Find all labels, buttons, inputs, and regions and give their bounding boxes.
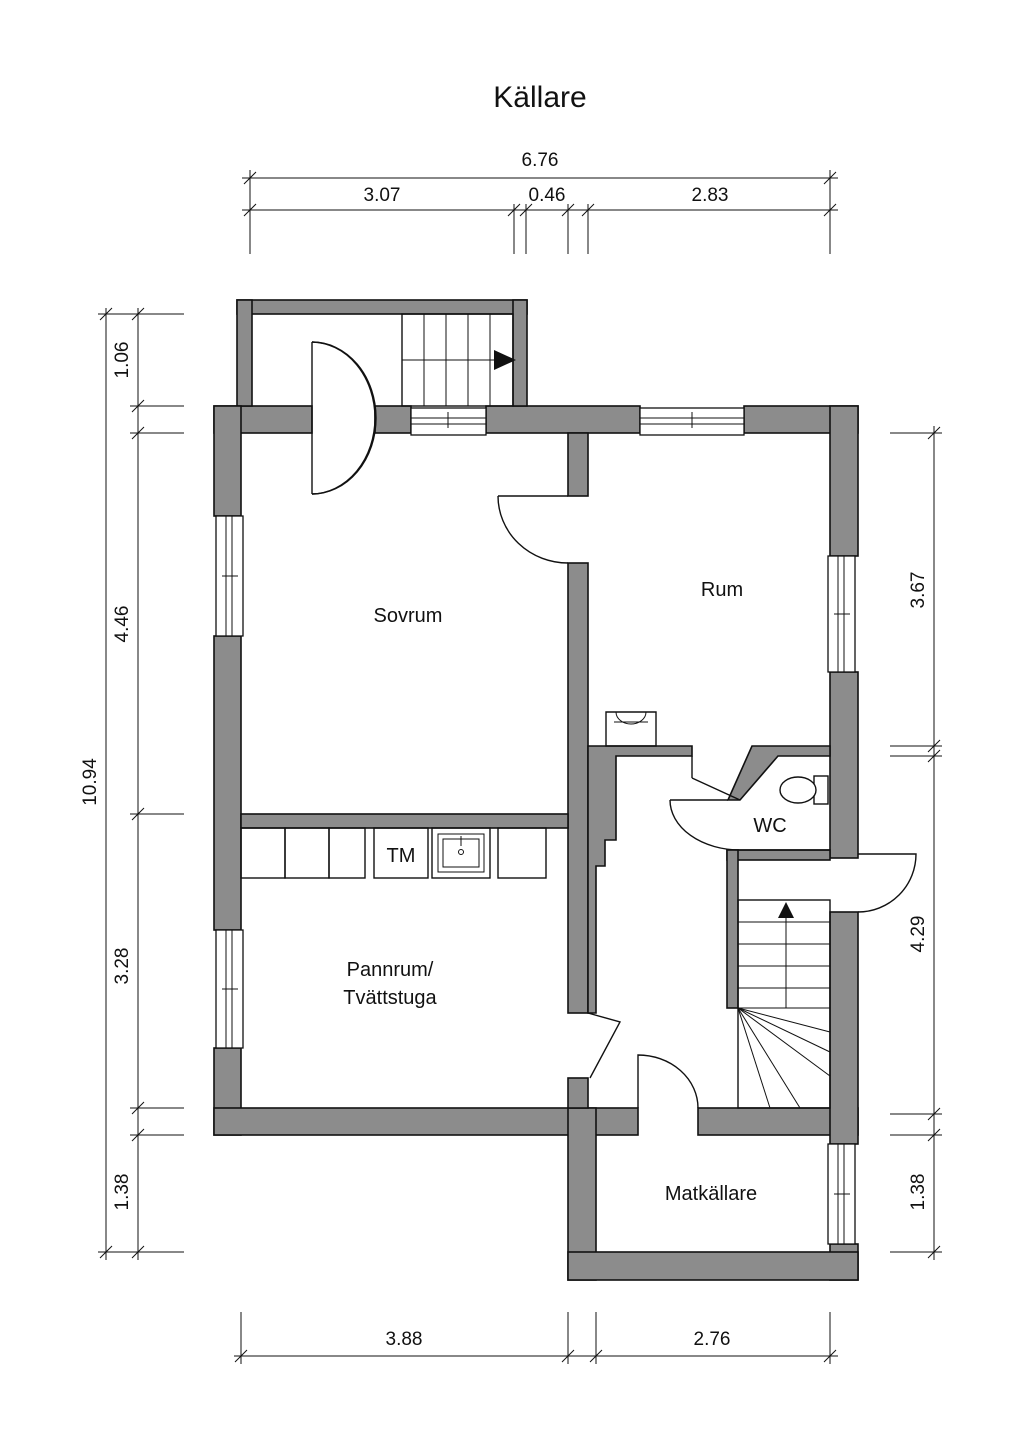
washing-machine: [373, 827, 429, 879]
wall-annex-right: [512, 299, 528, 407]
walls: [213, 299, 859, 1281]
door-matkallare: [637, 1054, 699, 1109]
wall-stair-top: [726, 849, 831, 861]
stair-arrow-up-icon: [778, 902, 794, 918]
wall-stair-left: [726, 849, 739, 1009]
dim-top-right: 2.83: [692, 185, 729, 206]
door-outer-right: [857, 853, 917, 913]
cabinet-2: [284, 827, 330, 879]
dimensions-left: 10.94 1.06 4.46 3.28 1.38: [80, 307, 184, 1260]
window-right-1: [827, 555, 856, 673]
stairs-upper: [401, 313, 516, 407]
room-rum: Rum: [701, 579, 743, 601]
windows: [215, 407, 856, 1245]
dim-left-2: 4.46: [112, 606, 133, 643]
stairs-lower: [737, 899, 831, 1109]
door-wc: [691, 777, 741, 801]
dimensions-bottom: 3.88 2.76: [234, 1312, 838, 1364]
door-entrance-top: [311, 341, 377, 495]
dim-left-1: 1.06: [112, 342, 133, 379]
dim-bottom-left: 3.88: [386, 1329, 423, 1350]
wall-sovrum-pannrum: [240, 813, 569, 829]
dim-left-3: 3.28: [112, 948, 133, 985]
room-pannrum-line2: Tvättstuga: [343, 987, 437, 1009]
dim-left-total: 10.94: [80, 758, 101, 806]
room-wc: WC: [753, 815, 786, 837]
dim-right-1: 3.67: [908, 572, 929, 609]
room-matkallare: Matkällare: [665, 1183, 757, 1205]
door-pannrum: [587, 1012, 622, 1079]
cabinet-1: [240, 827, 286, 879]
label-tm: TM: [387, 845, 416, 867]
dim-top-total: 6.76: [522, 150, 559, 171]
wall-top-mid: [374, 405, 412, 434]
plan-title: Källare: [493, 81, 586, 114]
dim-right-3: 1.38: [908, 1174, 929, 1211]
cabinet-4: [497, 827, 547, 879]
dim-bottom-right: 2.76: [694, 1329, 731, 1350]
dimensions-right: 3.67 4.29 1.38: [890, 426, 942, 1260]
room-pannrum-line1: Pannrum/: [347, 959, 434, 981]
door-entrance-arc: [311, 341, 376, 495]
dim-top-left: 3.07: [364, 185, 401, 206]
room-labels: Sovrum Rum WC TM Pannrum/ Tvättstuga Mat…: [343, 579, 786, 1205]
fixtures: [240, 711, 829, 879]
wall-matkallare-bottom: [567, 1251, 859, 1281]
dim-top-mid: 0.46: [529, 185, 566, 206]
wall-left-2: [213, 635, 242, 931]
dimensions-top: 6.76 3.07 0.46 2.83: [242, 150, 838, 254]
dim-left-4: 1.38: [112, 1174, 133, 1211]
wall-right-2: [829, 671, 859, 859]
wall-right-1: [829, 405, 859, 557]
wall-top-center: [485, 405, 641, 434]
wall-hall-step: [587, 745, 693, 1014]
wall-annex-left: [236, 299, 253, 407]
wall-int-3: [567, 1077, 589, 1109]
wall-annex-top: [236, 299, 528, 315]
stair-arrow-right-icon: [494, 350, 516, 370]
door-rum: [497, 495, 569, 564]
wall-int-2: [567, 562, 589, 1014]
wall-int-1: [567, 432, 589, 497]
window-left-2: [215, 929, 244, 1049]
cabinet-3: [328, 827, 366, 879]
doors: [311, 341, 917, 1109]
laundry-sink: [431, 827, 491, 879]
sink-rum: [605, 711, 657, 747]
toilet-icon: [779, 776, 817, 804]
wall-right-3: [829, 911, 859, 1145]
wall-left-1: [213, 405, 242, 517]
room-sovrum: Sovrum: [374, 605, 443, 627]
dim-right-2: 4.29: [908, 916, 929, 953]
